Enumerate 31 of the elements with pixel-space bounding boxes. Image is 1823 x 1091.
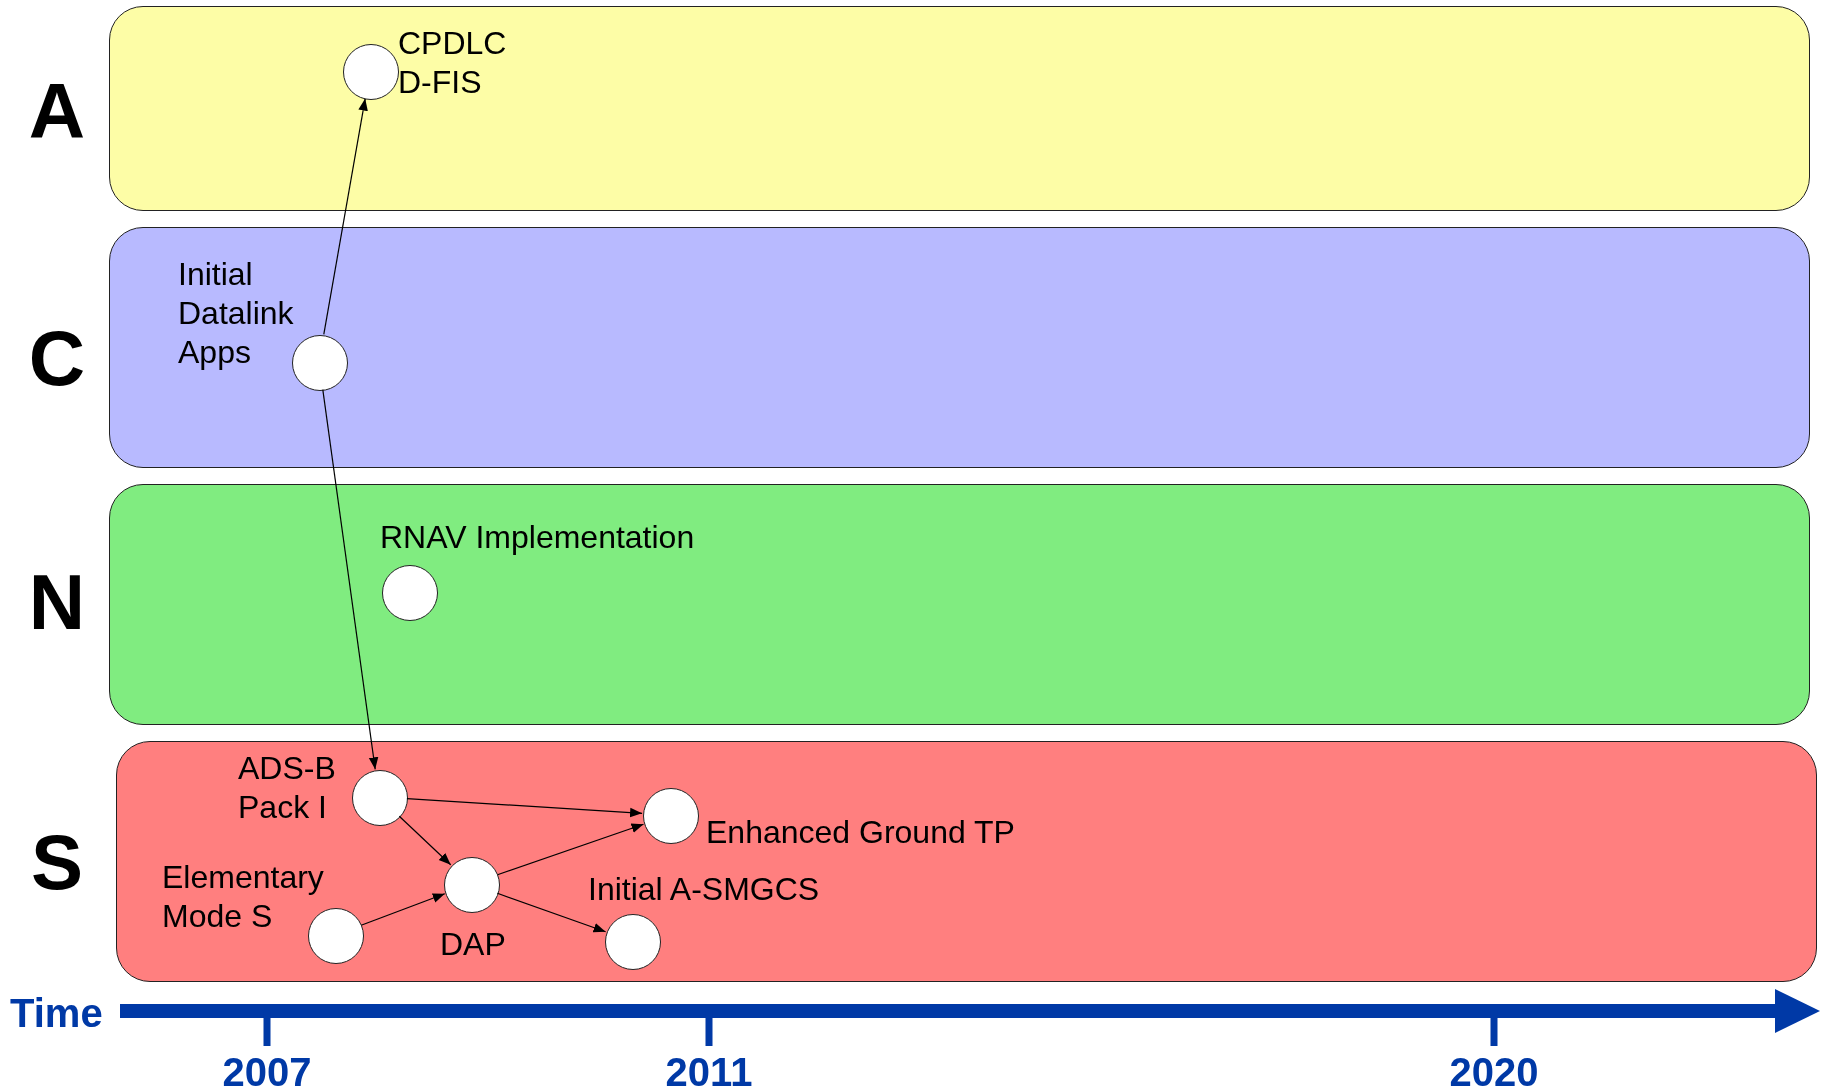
milestone-label: Initial A-SMGCS xyxy=(588,870,821,909)
year-label: 2011 xyxy=(665,1052,753,1091)
milestone-circle xyxy=(308,908,364,964)
lane-letter: A xyxy=(27,72,87,150)
lane-letter: S xyxy=(30,823,84,901)
arrow xyxy=(322,389,379,770)
arrow xyxy=(360,893,446,926)
milestone-label: Elementary Mode S xyxy=(162,858,325,937)
arrow xyxy=(496,823,645,876)
milestone-label: ADS-B Pack I xyxy=(238,749,337,828)
arrow xyxy=(496,892,607,933)
milestone-circle xyxy=(343,44,399,100)
milestone-circle xyxy=(352,770,408,826)
arrow xyxy=(406,798,643,818)
year-label: 2020 xyxy=(1449,1052,1539,1091)
milestone-circle xyxy=(444,857,500,913)
arrow xyxy=(398,815,452,866)
milestone-label: CPDLC D-FIS xyxy=(398,24,508,103)
lane-letter: N xyxy=(27,563,87,641)
milestone-circle xyxy=(605,914,661,970)
axis-title: Time xyxy=(10,993,103,1033)
milestone-label: RNAV Implementation xyxy=(380,518,696,557)
milestone-label: Enhanced Ground TP xyxy=(706,813,1016,852)
arrow xyxy=(323,98,368,335)
milestone-circle xyxy=(292,335,348,391)
year-label: 2007 xyxy=(222,1052,312,1091)
lane-letter: C xyxy=(27,319,87,397)
milestone-circle xyxy=(643,788,699,844)
milestone-label: DAP xyxy=(440,925,507,964)
milestone-circle xyxy=(382,565,438,621)
milestone-label: Initial Datalink Apps xyxy=(178,255,295,373)
